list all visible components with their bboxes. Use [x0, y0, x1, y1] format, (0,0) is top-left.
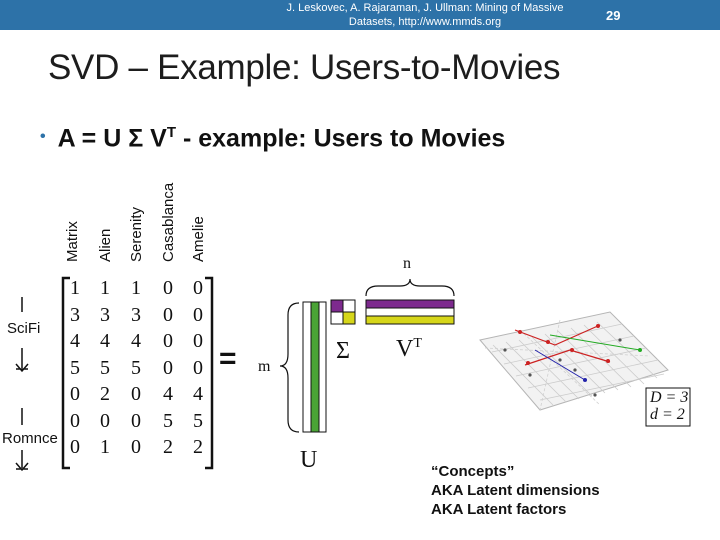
matrix-cell: 4 — [100, 330, 110, 352]
romance-arrow-down-icon — [15, 450, 29, 472]
matrix-cell: 0 — [193, 356, 203, 379]
equals-sign: = — [219, 342, 237, 375]
vt-superscript: T — [413, 336, 422, 351]
sigma-cell-3 — [330, 311, 344, 325]
matrix-cell: 2 — [163, 436, 173, 458]
matrix-cell: 4 — [163, 383, 173, 405]
u-column-3 — [318, 301, 327, 433]
matrix-cell: 4 — [131, 330, 141, 352]
dimension-D: D = 3 — [650, 389, 689, 406]
row-label-scifi: SciFi — [7, 320, 41, 337]
header-bar — [0, 0, 720, 30]
matrix-cell: 4 — [193, 383, 203, 405]
citation-line2: Datasets, http://www.mmds.org — [348, 16, 502, 28]
citation-line1: J. Leskovec, A. Rajaraman, J. Ullman: Mi… — [286, 2, 564, 14]
matrix-cell: 1 — [100, 436, 110, 458]
n-brace — [365, 278, 455, 297]
matrix-cell: 1 — [70, 277, 80, 299]
matrix-cell: 1 — [131, 277, 141, 299]
vt-row-3 — [365, 315, 455, 325]
m-brace — [279, 302, 300, 433]
matrix-left-bracket — [61, 276, 70, 470]
matrix-cell: 0 — [70, 436, 80, 458]
latent-space-illustration — [479, 311, 669, 411]
matrix-cell: 0 — [131, 409, 141, 432]
bullet-dot: • — [40, 128, 46, 146]
row-label-romance: Romnce — [2, 430, 58, 447]
matrix-cell: 0 — [163, 356, 173, 379]
matrix-cell: 0 — [70, 409, 80, 432]
matrix-cell: 0 — [193, 303, 203, 326]
matrix-cell: 0 — [193, 330, 203, 352]
matrix-cell: 3 — [100, 303, 110, 326]
matrix-cell: 2 — [193, 436, 203, 458]
dimension-inset-box — [645, 387, 691, 427]
matrix-cell: 5 — [70, 356, 80, 379]
vt-row-2 — [365, 307, 455, 317]
sigma-cell-4 — [342, 311, 356, 325]
matrix-cell: 4 — [70, 330, 80, 352]
matrix-cell: 0 — [131, 383, 141, 405]
bullet-line: • A = U Σ VT - example: Users to Movies — [40, 124, 505, 153]
matrix-cell: 0 — [70, 383, 80, 405]
matrix-right-bracket — [205, 276, 214, 470]
bullet-superscript: T — [166, 124, 177, 141]
matrix-cell: 5 — [193, 409, 203, 432]
matrix-cell: 0 — [163, 277, 173, 299]
u-column-1 — [302, 301, 312, 433]
matrix-cell: 5 — [163, 409, 173, 432]
sigma-label: Σ — [336, 338, 350, 364]
sigma-cell-1 — [330, 299, 344, 313]
concepts-line1: “Concepts” — [431, 463, 515, 480]
n-label: n — [403, 255, 411, 272]
u-label: U — [300, 447, 318, 473]
matrix-cell: 0 — [131, 436, 141, 458]
matrix-cell: 3 — [131, 303, 141, 326]
matrix-cell: 3 — [70, 303, 80, 326]
dimension-d: d = 2 — [650, 406, 685, 423]
slide-title: SVD – Example: Users-to-Movies — [48, 48, 561, 87]
bullet-prefix: A = U Σ V — [57, 124, 167, 153]
matrix-cell: 0 — [193, 277, 203, 299]
m-label: m — [258, 358, 271, 375]
matrix-cell: 0 — [163, 303, 173, 326]
concepts-note: “Concepts” AKA Latent dimensions AKA Lat… — [431, 462, 600, 519]
concepts-line3: AKA Latent factors — [431, 501, 567, 518]
citation: J. Leskovec, A. Rajaraman, J. Ullman: Mi… — [250, 1, 600, 29]
vt-base: V — [396, 336, 414, 362]
bullet-suffix: - example: Users to Movies — [176, 124, 506, 153]
matrix-cell: 0 — [163, 330, 173, 352]
matrix-cell: 2 — [100, 383, 110, 405]
vt-label: VT — [396, 336, 422, 363]
matrix-cell: 1 — [100, 277, 110, 299]
page-number: 29 — [606, 8, 621, 23]
matrix-cell: 5 — [100, 356, 110, 379]
concepts-line2: AKA Latent dimensions — [431, 482, 600, 499]
matrix-cell: 5 — [131, 356, 141, 379]
u-column-2 — [310, 301, 320, 433]
matrix-cell: 0 — [100, 409, 110, 432]
scifi-arrow-down-icon — [15, 348, 29, 373]
sigma-cell-2 — [342, 299, 356, 313]
vt-row-1 — [365, 299, 455, 309]
dimension-inset: D = 3 d = 2 — [650, 389, 688, 423]
